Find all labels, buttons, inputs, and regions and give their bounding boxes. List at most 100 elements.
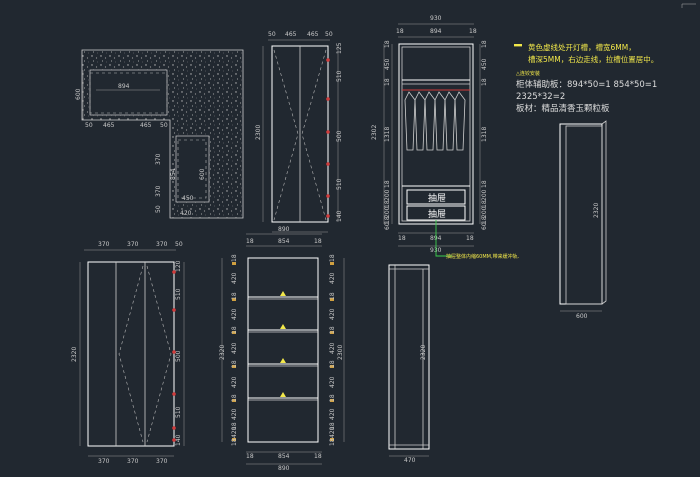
door-bot-bot-370b: 370 [127,458,139,465]
shelf-l-4: 18 [231,326,238,334]
plan-dim-450: 450 [182,195,194,202]
shelf-r-0: 18 [329,254,336,262]
shelf-l-11: 420 [231,426,238,438]
door-top-dim-50a: 50 [268,31,276,38]
shelf-l-6: 18 [231,360,238,368]
door-top-dim-465a: 465 [285,31,297,38]
plan-dim-600b: 600 [199,168,206,180]
cab-top-18b: 18 [469,28,477,35]
door-bot-top-370c: 370 [156,241,168,248]
shelf-top-854: 854 [278,238,290,245]
shelf-r-9: 420 [329,408,336,420]
shelf-top-18b: 18 [314,238,322,245]
plan-dim-465a: 465 [103,122,115,129]
plan-dim-465b: 465 [140,122,152,129]
door-bot-r-500: 500 [175,350,182,362]
shelf-bot-outer: 890 [278,465,290,472]
note-yellow-2: 槽深5MM，右边走线，拉槽位置居中。 [528,54,658,64]
shelf-l-5: 420 [231,342,238,354]
cab-l-18e: 18 [384,216,391,224]
note-yellow-1: 黄色虚线处开灯槽，槽宽6MM， [528,42,636,52]
cab-l-200a: 200 [384,189,391,201]
cab-r-60: 60 [481,222,488,230]
plan-dim-370b: 370 [155,185,162,197]
note-small-tag: △连铰安装 [516,70,540,77]
corner-mark [681,3,696,8]
shelf-bot-18b: 18 [314,453,322,460]
cab-r-450: 450 [481,58,488,70]
cab-l-18c: 18 [384,180,391,188]
cab-top-18a: 18 [396,28,404,35]
side-right-height: 2320 [593,203,600,218]
drawer-bottom-label: 抽屉 [428,208,446,220]
shelf-l-10: 18 [231,422,238,430]
door-top-dim-465b: 465 [307,31,319,38]
cab-r-200a: 200 [481,189,488,201]
shelf-r-3: 420 [329,308,336,320]
shelf-bot-18a: 18 [246,453,254,460]
yellow-dash-legend [514,44,522,47]
cab-left-total: 2302 [371,125,378,140]
shelf-r-7: 420 [329,376,336,388]
cab-bot-18a: 18 [398,235,406,242]
shelf-r-11: 420 [329,426,336,438]
cab-top-outer: 930 [430,15,442,22]
plan-inner-right [175,135,210,203]
shelf-top-18a: 18 [246,238,254,245]
plan-dim-50b: 50 [160,122,168,129]
door-top-r-510b: 510 [336,178,343,190]
shelf-l-2: 18 [231,292,238,300]
door-bot-top-370a: 370 [98,241,110,248]
shelf-r-1: 420 [329,272,336,284]
shelf-l-0: 18 [231,254,238,262]
note-support: 柜体辅助板：894*50=1 854*50=1 [516,79,657,90]
shelf-markers [280,291,286,397]
shelf-r-12: 18 [329,438,336,446]
cab-l-60: 60 [384,222,391,230]
door-bot-r-140: 140 [175,434,182,446]
door-elevation-top: 50 465 465 50 2300 125 510 500 510 140 [255,31,343,233]
side-panel-right: 2320 600 [559,120,607,320]
hinge-markers [326,58,330,218]
notes-block: 黄色虚线处开灯槽，槽宽6MM， 槽深5MM，右边走线，拉槽位置居中。 △连铰安装… [514,42,658,114]
shelf-l-3: 420 [231,308,238,320]
shelf-r-5: 420 [329,342,336,354]
hinge-markers-bottom [172,270,176,442]
cab-r-18e: 18 [481,216,488,224]
plan-dim-50a: 50 [85,122,93,129]
cab-r-1318: 1318 [481,127,488,142]
shelf-bot-854: 854 [278,453,290,460]
door-bot-r-510a: 510 [175,288,182,300]
shelf-left-dims: 18 420 18 420 18 420 18 420 18 420 18 42… [231,254,238,446]
shelf-right-total: 2300 [337,345,344,360]
cab-l-1318: 1318 [384,127,391,142]
cab-r-200b: 200 [481,206,488,218]
shelf-top-outer: 890 [278,226,290,233]
drawer-top-label: 抽屉 [428,192,446,204]
shelf-right-dims: 18 420 18 420 18 420 18 420 18 420 18 42… [329,254,336,446]
door-bot-panel [87,261,175,447]
shelf-r-6: 18 [329,360,336,368]
note-support-2: 2325*32=2 [516,92,565,102]
side-right-width: 600 [576,313,588,320]
note-material: 板材：精品清香玉颗粒板 [516,103,610,114]
shelf-r-2: 18 [329,292,336,300]
cab-l-18b: 18 [384,78,391,86]
shelf-l-1: 420 [231,272,238,284]
plan-view: 894 600 50 465 465 50 370 370 854 600 45… [75,49,244,219]
shelf-side-marks [232,262,334,441]
plan-dim-370a: 370 [155,153,162,165]
shelf-l-12: 18 [231,438,238,446]
door-bot-height: 2320 [71,347,78,362]
plan-inner-top [89,69,168,116]
cab-r-18c: 18 [481,180,488,188]
door-top-r-140: 140 [336,210,343,222]
plan-dim-420: 420 [180,210,192,217]
wardrobe-front: 930 18 894 18 抽屉 抽屉 2302 18 450 18 1318 … [371,15,520,260]
cab-r-18d: 18 [481,200,488,208]
door-bot-top-370b: 370 [127,241,139,248]
drawer-callout: 抽屉整体内缩60MM,带来缓冲轨. [446,253,520,260]
side-small-height: 2320 [420,345,427,360]
shelf-r-8: 18 [329,394,336,402]
